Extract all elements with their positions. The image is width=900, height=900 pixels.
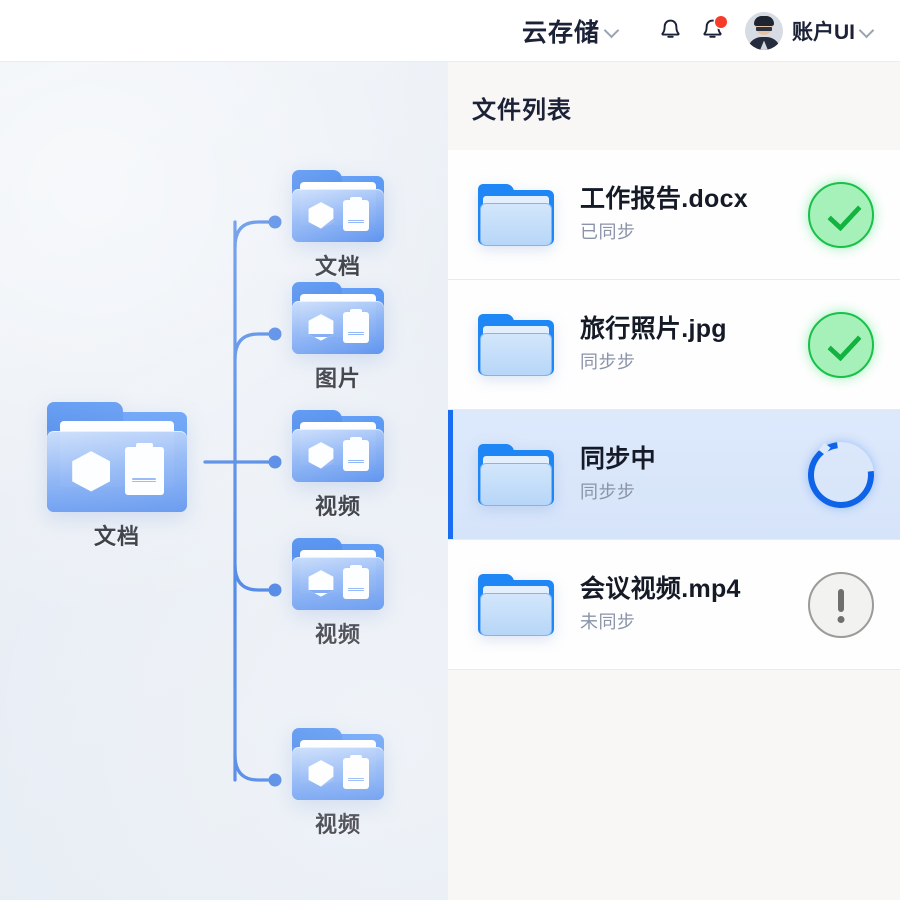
file-row-text: 会议视频.mp4 未同步 bbox=[580, 575, 808, 635]
file-row-selected[interactable]: 同步中 同步步 bbox=[448, 410, 900, 540]
notification-badge bbox=[715, 15, 727, 28]
tree-child-node-1[interactable]: 文档 bbox=[290, 170, 386, 281]
file-row[interactable]: 工作报告.docx 已同步 bbox=[448, 150, 900, 280]
avatar[interactable] bbox=[745, 11, 783, 50]
check-circle-icon bbox=[808, 311, 874, 378]
warning-circle-icon bbox=[808, 571, 874, 638]
file-status: 未同步 bbox=[580, 612, 636, 633]
avatar-glasses bbox=[756, 26, 772, 31]
avatar-shirt bbox=[759, 40, 769, 50]
tree-child-label-3: 视频 bbox=[314, 494, 361, 519]
tree-child-label-5: 视频 bbox=[314, 812, 361, 837]
tree-child-label-2: 图片 bbox=[314, 366, 361, 391]
file-name: 旅行照片.jpg bbox=[580, 314, 727, 343]
file-status: 已同步 bbox=[580, 222, 636, 243]
folder-icon bbox=[292, 538, 384, 610]
spinner-icon bbox=[794, 428, 888, 521]
clipboard-glyph-icon bbox=[343, 564, 369, 600]
folder-icon bbox=[478, 573, 554, 636]
clipboard-glyph-icon bbox=[343, 308, 369, 344]
folder-icon bbox=[478, 313, 554, 376]
tree-root-label: 文档 bbox=[93, 524, 140, 549]
tree-root-node[interactable]: 文档 bbox=[42, 402, 192, 551]
file-row-text: 同步中 同步步 bbox=[580, 445, 808, 505]
folder-icon bbox=[47, 402, 187, 512]
tree-child-label-1: 文档 bbox=[314, 254, 361, 279]
account-chevron-down-icon[interactable] bbox=[859, 23, 874, 38]
file-name: 会议视频.mp4 bbox=[580, 574, 741, 603]
file-row[interactable]: 旅行照片.jpg 同步步 bbox=[448, 280, 900, 410]
hexagon-glyph-icon bbox=[308, 570, 334, 597]
tree-node-dots bbox=[268, 215, 282, 787]
clipboard-glyph-icon bbox=[343, 196, 369, 232]
file-name: 同步中 bbox=[580, 444, 656, 473]
top-header: 云存储 账户UI bbox=[0, 0, 900, 62]
clipboard-glyph-icon bbox=[343, 436, 369, 472]
app-title: 云存储 bbox=[521, 18, 600, 47]
folder-icon bbox=[292, 170, 384, 242]
tree-child-node-3[interactable]: 视频 bbox=[290, 410, 386, 521]
file-row-text: 旅行照片.jpg 同步步 bbox=[580, 315, 808, 375]
notifications-alert-button[interactable] bbox=[695, 14, 729, 48]
file-status: 同步步 bbox=[580, 482, 636, 503]
hexagon-glyph-icon bbox=[308, 314, 334, 341]
tree-child-node-4[interactable]: 视频 bbox=[290, 538, 386, 649]
bell-icon bbox=[660, 19, 680, 38]
tree-child-node-5[interactable]: 视频 bbox=[290, 728, 386, 839]
folder-icon bbox=[478, 443, 554, 506]
file-name: 工作报告.docx bbox=[580, 184, 748, 213]
file-list-rows: 工作报告.docx 已同步 旅行照片.jpg 同步步 bbox=[448, 150, 900, 670]
hexagon-glyph-icon bbox=[308, 760, 334, 787]
account-label: 账户UI bbox=[792, 20, 855, 44]
folder-tree-panel: 文档 文档 图片 bbox=[0, 62, 448, 900]
chevron-down-icon[interactable] bbox=[604, 23, 619, 38]
file-row[interactable]: 会议视频.mp4 未同步 bbox=[448, 540, 900, 670]
clipboard-glyph-icon bbox=[343, 754, 369, 790]
notifications-button[interactable] bbox=[653, 14, 687, 48]
tree-connector-lines bbox=[203, 215, 282, 787]
hexagon-glyph-icon bbox=[308, 442, 334, 469]
tree-child-node-2[interactable]: 图片 bbox=[290, 282, 386, 393]
tree-child-label-4: 视频 bbox=[314, 622, 361, 647]
file-row-text: 工作报告.docx 已同步 bbox=[580, 185, 808, 245]
file-list-panel: 文件列表 工作报告.docx 已同步 旅行照片.j bbox=[448, 62, 900, 900]
file-list-title: 文件列表 bbox=[472, 97, 572, 124]
folder-icon bbox=[478, 183, 554, 246]
clipboard-glyph-icon bbox=[124, 443, 164, 496]
folder-icon bbox=[292, 728, 384, 800]
check-circle-icon bbox=[808, 181, 874, 248]
folder-icon bbox=[292, 410, 384, 482]
folder-icon bbox=[292, 282, 384, 354]
avatar-hair bbox=[754, 16, 774, 27]
hexagon-glyph-icon bbox=[308, 202, 334, 229]
hexagon-glyph-icon bbox=[72, 451, 111, 492]
file-status: 同步步 bbox=[580, 352, 636, 373]
